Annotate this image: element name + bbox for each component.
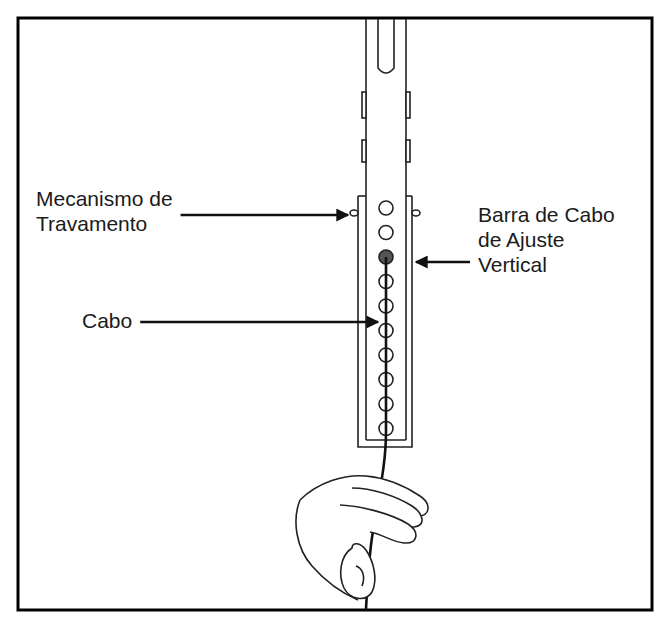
part-label: Barra de Cabo de Ajuste Vertical — [478, 202, 628, 278]
hole — [379, 226, 393, 240]
part-label: Mecanismo de Travamento — [36, 186, 226, 236]
part-label: Cabo — [82, 308, 162, 333]
hole — [379, 201, 393, 215]
frame — [18, 18, 652, 610]
leader-arrow — [140, 321, 378, 324]
leader-arrow — [416, 261, 470, 264]
hand — [296, 476, 428, 600]
leader-arrow — [181, 214, 348, 217]
